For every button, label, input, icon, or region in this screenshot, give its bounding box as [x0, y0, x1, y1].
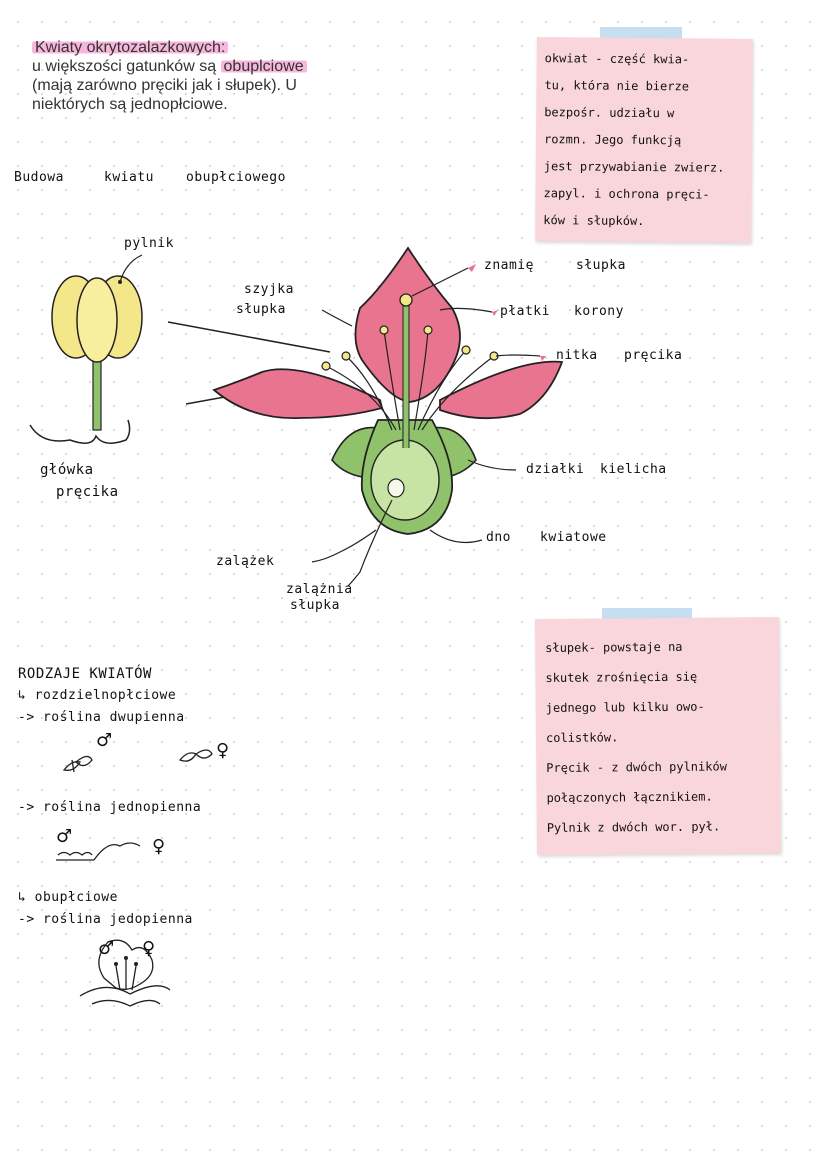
types-monoecious-2: -> roślina jedopienna [18, 912, 193, 927]
label-petals-1: płatki [500, 304, 550, 319]
label-ovary-2: słupka [290, 598, 340, 613]
types-dots [114, 956, 138, 966]
annotation-arrows [311, 267, 541, 587]
intro-highlight: obuplciowe [220, 58, 307, 75]
note-bottom-line: colistków. [545, 730, 619, 745]
label-filament-2: pręcika [624, 348, 683, 363]
note-bottom-line: skutek zrośnięcia się [545, 669, 698, 685]
heading-word-3: obupłciowego [186, 170, 286, 185]
note-top-line: rozmn. Jego funkcją [543, 132, 682, 148]
female-symbol-1: ♀ [216, 740, 230, 761]
label-ovule: zalążek [216, 554, 275, 569]
types-sketches [56, 749, 213, 1007]
note-bottom-line: połączonych łącznikiem. [546, 789, 713, 805]
label-anther-head-1: główka [40, 462, 94, 478]
label-ovary-1: zalążnia [286, 582, 353, 597]
note-bottom-line: jednego lub kilku owo- [545, 699, 705, 715]
label-style-2: słupka [236, 302, 286, 317]
heading-word-1: Budowa [14, 170, 64, 185]
label-anther-head-2: pręcika [56, 484, 119, 500]
intro-line-2a: u większości gatunków są [32, 58, 221, 75]
label-anther: pylnik [124, 236, 174, 251]
label-sepals-2: kielicha [600, 462, 667, 477]
intro-text: Kwiaty okrytozalazkowych: u większości g… [32, 38, 372, 114]
label-receptacle-1: dno [486, 530, 511, 545]
arrowheads [468, 264, 546, 361]
types-unisexual: ↳ rozdzielnopłciowe [18, 688, 177, 703]
female-symbol-3: ♀ [142, 938, 156, 959]
label-stigma-2: słupka [576, 258, 626, 273]
types-dioecious: -> roślina dwupienna [18, 710, 185, 725]
note-pistil: słupek- powstaje na skutek zrośnięcia si… [534, 616, 782, 856]
label-filament-1: nitka [556, 348, 598, 363]
intro-title: Kwiaty okrytozalazkowych: [32, 39, 229, 56]
note-top-line: ków i słupków. [543, 213, 645, 229]
note-top-line: tu, która nie bierze [544, 78, 690, 94]
note-top-line: zapyl. i ochrona pręci- [543, 186, 710, 202]
heading-word-2: kwiatu [104, 170, 154, 185]
note-top-line: bezpośr. udziału w [544, 105, 675, 121]
types-heading: RODZAJE KWIATÓW [18, 666, 152, 682]
label-receptacle-2: kwiatowe [540, 530, 607, 545]
note-bottom-line: Pręcik - z dwóch pylników [546, 759, 727, 775]
label-style-1: szyjka [244, 282, 294, 297]
label-stigma-1: znamię [484, 258, 534, 273]
male-symbol-1: ♂ [96, 730, 113, 751]
label-sepals-1: działki [526, 462, 585, 477]
flower-drawing [212, 246, 564, 535]
types-monoecious: -> roślina jednopienna [18, 800, 202, 815]
male-symbol-2: ♂ [56, 826, 73, 847]
intro-line-3: (mają zarówno pręciki jak i słupek). U [32, 77, 297, 94]
note-bottom-line: słupek- powstaje na [545, 639, 683, 655]
male-symbol-3: ♂ [98, 938, 115, 959]
female-symbol-2: ♀ [152, 836, 166, 857]
types-bisexual: ↳ obupłciowe [18, 890, 118, 905]
note-top-line: jest przywabianie zwierz. [543, 159, 725, 175]
note-perianth: okwiat - część kwia- tu, która nie bierz… [535, 37, 753, 243]
note-bottom-line: Pylnik z dwóch wor. pył. [546, 819, 721, 835]
note-top-line: okwiat - część kwia- [544, 51, 690, 67]
stamen-drawing [29, 254, 143, 444]
intro-line-4: niektórych są jednopłciowe. [32, 96, 228, 113]
label-petals-2: korony [574, 304, 624, 319]
